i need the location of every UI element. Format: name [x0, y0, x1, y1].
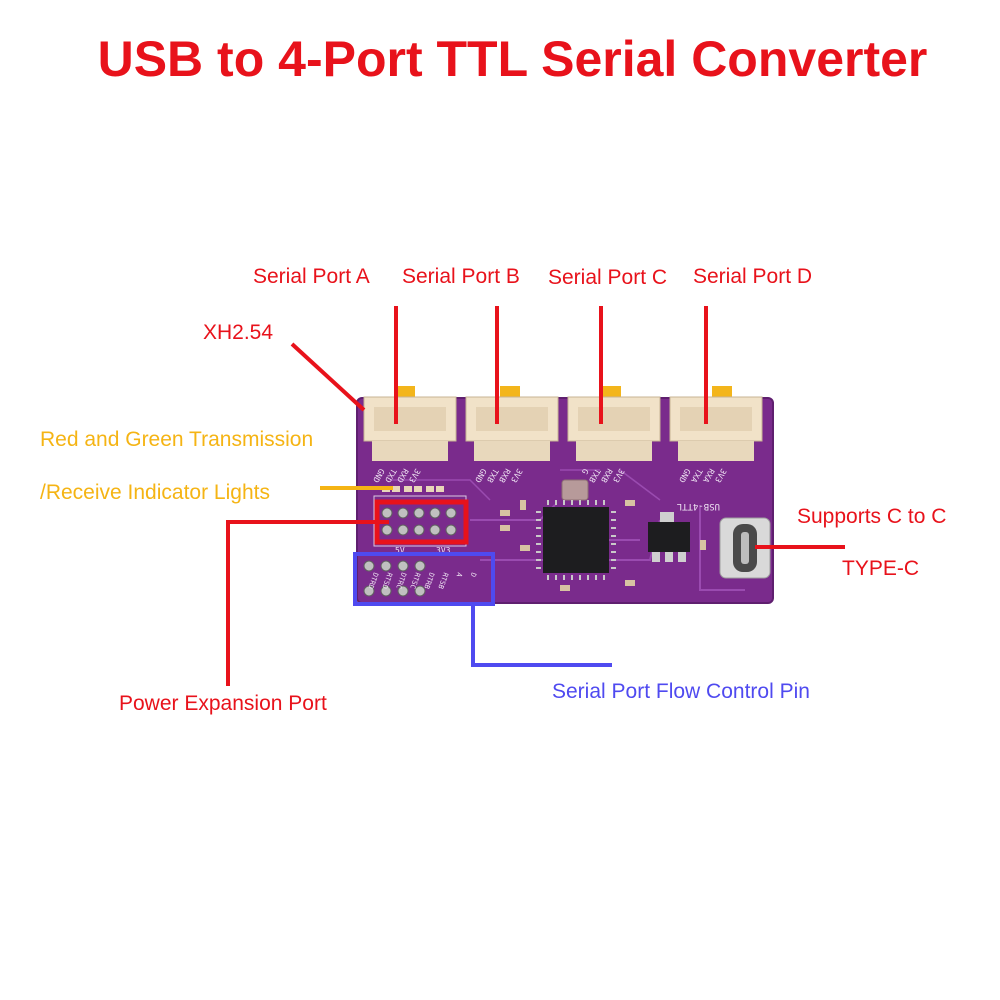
- label-type-c: TYPE-C: [842, 557, 920, 580]
- power-port-highlight-box: [374, 499, 469, 545]
- main-chip: [536, 500, 616, 580]
- xh-connector-d: [669, 386, 763, 461]
- flow-pin-leader-line: [471, 604, 612, 667]
- flow-pin-label: A: [454, 571, 463, 578]
- red-leader-lines: [226, 306, 845, 686]
- xh-connector-b: [465, 386, 559, 461]
- label-serial-port-c: Serial Port C: [548, 266, 668, 289]
- label-flow-control-pin: Serial Port Flow Control Pin: [552, 680, 810, 703]
- board-silkscreen-name: USB-4TTL: [677, 501, 720, 511]
- label-serial-port-a: Serial Port A: [253, 265, 370, 288]
- label-leds-line1: Red and Green Transmission: [40, 428, 314, 451]
- port-pin-label: G: [580, 467, 590, 476]
- power-label-3v3: 3V3: [436, 546, 451, 555]
- label-serial-port-d: Serial Port D: [693, 265, 813, 288]
- power-label-5v: 5V: [395, 546, 405, 555]
- power-header: 5V 3V3: [373, 495, 467, 555]
- label-leds-line2: /Receive Indicator Lights: [40, 481, 270, 504]
- xh-connector-c: [567, 386, 661, 461]
- crystal: [561, 479, 589, 501]
- label-xh254: XH2.54: [203, 321, 274, 344]
- label-supports-c-to-c: Supports C to C: [797, 505, 947, 528]
- flow-pin-label: D: [469, 571, 478, 578]
- xh-connector-a: [363, 386, 457, 461]
- voltage-regulator: [648, 512, 690, 562]
- flow-pin-highlight-box: [353, 552, 495, 606]
- passive-components: [500, 500, 706, 591]
- page-title: USB to 4-Port TTL Serial Converter: [97, 31, 928, 87]
- usb-c-connector: [719, 517, 771, 579]
- label-power-expansion-port: Power Expansion Port: [119, 692, 327, 715]
- label-serial-port-b: Serial Port B: [402, 265, 520, 288]
